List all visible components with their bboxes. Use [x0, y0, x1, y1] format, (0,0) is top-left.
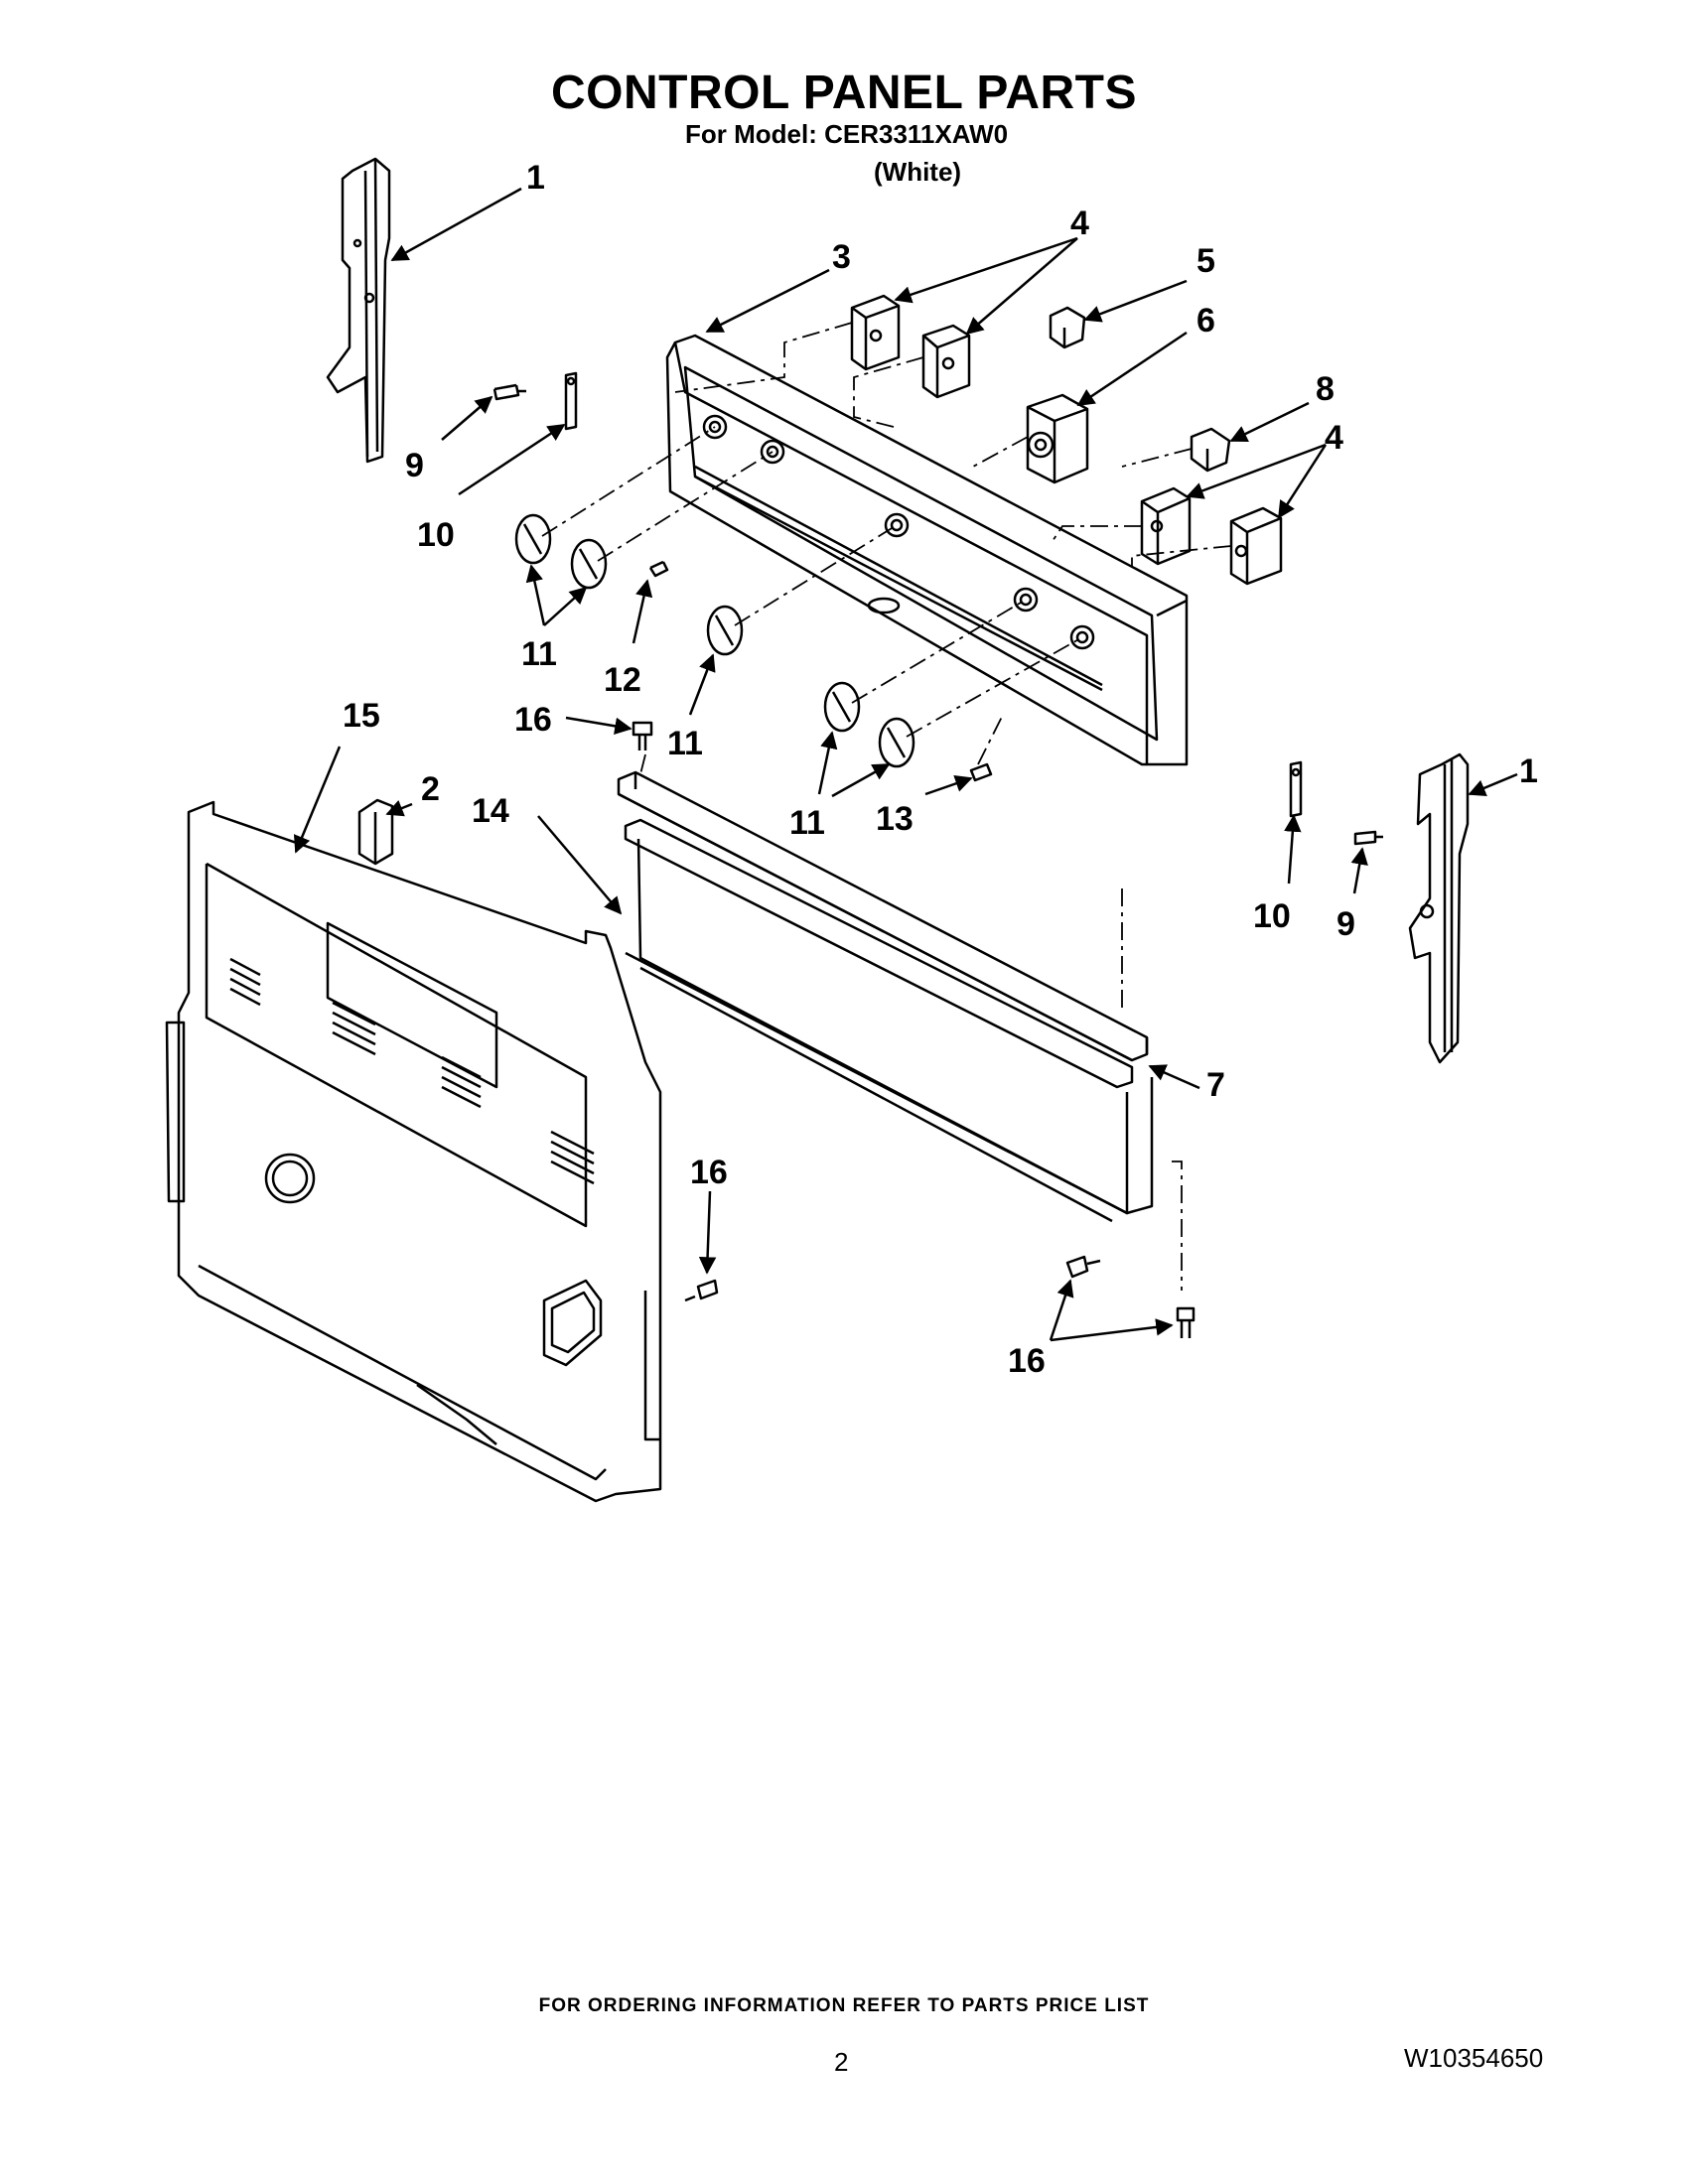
leader-7 — [1148, 1064, 1200, 1090]
indicator-light-8 — [1190, 427, 1231, 473]
leader-4c — [1186, 443, 1327, 499]
leader-9b — [1350, 847, 1368, 894]
screw-9-left — [492, 383, 526, 401]
callout-12: 12 — [604, 661, 641, 699]
rear-panel — [165, 800, 662, 1503]
leader-6 — [1076, 331, 1188, 407]
leader-11e — [831, 762, 891, 798]
callout-13: 13 — [876, 800, 914, 838]
screw-9-right — [1353, 830, 1383, 846]
screw-16-panel — [684, 1279, 719, 1302]
ordering-note: FOR ORDERING INFORMATION REFER TO PARTS … — [538, 1995, 1150, 2016]
callout-11: 11 — [789, 804, 825, 842]
model-line: For Model: CER3311XAW0 — [685, 119, 1009, 149]
screw-12 — [648, 560, 669, 578]
leader-13 — [924, 774, 973, 796]
callout-9: 9 — [1336, 905, 1355, 943]
side-bracket-left — [326, 157, 391, 464]
leader-11b — [543, 586, 588, 626]
screw-13 — [969, 762, 993, 782]
selector-switch — [1026, 393, 1089, 484]
leader-3 — [705, 268, 830, 334]
callout-11: 11 — [521, 635, 557, 673]
panel-support — [624, 818, 1154, 1223]
leader-15 — [293, 746, 342, 854]
mounting-bar — [617, 770, 1149, 1062]
clip-10-right — [1289, 760, 1303, 818]
callout-4: 4 — [1070, 205, 1089, 242]
screw-16-top — [632, 721, 653, 751]
callout-7: 7 — [1206, 1066, 1225, 1104]
side-bracket-right — [1408, 752, 1470, 1064]
control-knob-3 — [706, 605, 744, 656]
control-knob-4 — [823, 681, 861, 733]
callout-8: 8 — [1316, 370, 1335, 408]
callout-16: 16 — [690, 1154, 728, 1191]
callout-15: 15 — [343, 697, 380, 735]
leader-16c — [1049, 1279, 1074, 1341]
screw-16-lower-right — [1176, 1306, 1196, 1338]
leader-11d — [817, 731, 838, 795]
callout-1: 1 — [526, 159, 545, 197]
control-knob-1 — [514, 513, 552, 565]
callout-10: 10 — [1253, 897, 1291, 935]
leader-16a — [565, 716, 633, 735]
leader-16b — [698, 1190, 717, 1275]
callout-1: 1 — [1519, 752, 1538, 790]
page-number: 2 — [834, 2047, 849, 2077]
leader-14 — [537, 815, 623, 915]
callout-2: 2 — [421, 770, 440, 808]
callout-9: 9 — [405, 447, 424, 484]
leader-1b — [1468, 772, 1518, 797]
document-number: W10354650 — [1404, 2043, 1544, 2073]
leader-8 — [1229, 401, 1310, 443]
infinite-switch-1 — [850, 294, 901, 371]
callout-11: 11 — [667, 725, 703, 762]
callout-10: 10 — [417, 516, 455, 554]
indicator-light-5 — [1049, 306, 1086, 349]
callout-3: 3 — [832, 238, 851, 276]
callout-14: 14 — [472, 792, 509, 830]
infinite-switch-4 — [1229, 506, 1283, 586]
callout-16: 16 — [514, 701, 552, 739]
leader-1a — [390, 187, 522, 262]
color-line: (White) — [874, 157, 962, 187]
leader-4d — [1277, 444, 1328, 519]
leader-16d — [1050, 1318, 1174, 1342]
leader-11a — [525, 564, 546, 626]
callout-6: 6 — [1196, 302, 1215, 340]
callout-4: 4 — [1325, 419, 1343, 457]
control-knob-5 — [878, 717, 915, 768]
leader-12 — [632, 579, 653, 644]
callout-5: 5 — [1196, 242, 1215, 280]
clip-10-left — [564, 371, 578, 431]
infinite-switch-2 — [921, 324, 971, 399]
leader-9a — [441, 395, 493, 441]
wire-clip — [357, 798, 394, 866]
leader-10b — [1284, 814, 1302, 885]
leader-4b — [965, 237, 1078, 336]
leader-2 — [385, 800, 413, 817]
leader-10a — [458, 423, 566, 496]
infinite-switch-3 — [1140, 486, 1192, 566]
callout-16: 16 — [1008, 1342, 1046, 1380]
control-knob-2 — [570, 538, 608, 590]
leader-11c — [688, 653, 716, 716]
page-title: CONTROL PANEL PARTS — [551, 67, 1137, 119]
leader-4a — [894, 236, 1078, 304]
control-panel-console — [665, 334, 1189, 766]
screw-16-lower-left — [1065, 1255, 1101, 1279]
leader-5 — [1083, 279, 1188, 323]
